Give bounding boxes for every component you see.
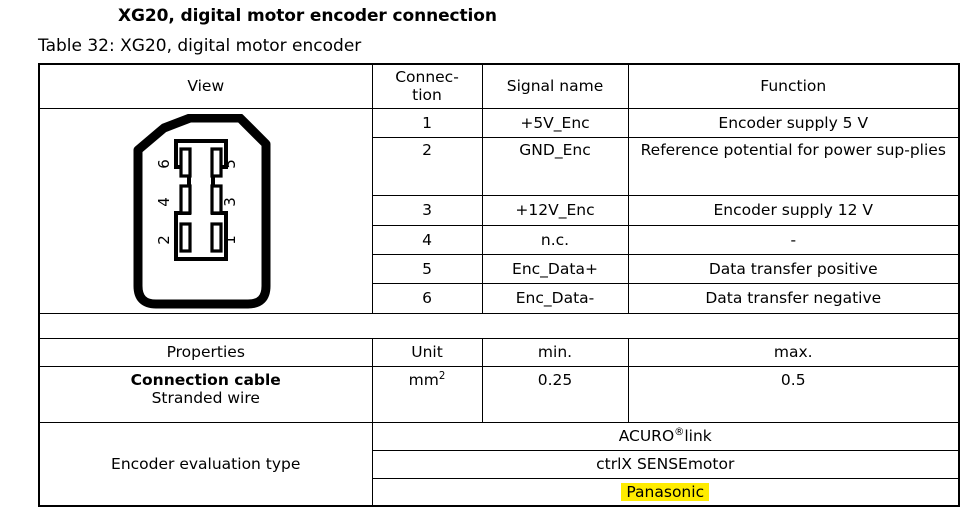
table-row: 3 +12V_Enc Encoder supply 12 V xyxy=(39,195,960,226)
cell-function: Data transfer negative xyxy=(627,283,960,314)
pin-contact-4 xyxy=(179,183,192,215)
connector-view-cell: 6 4 2 5 3 1 xyxy=(38,107,373,314)
cell-function-text: Reference potential for power sup-plies xyxy=(640,140,946,159)
label-encoder-evaluation-type: Encoder evaluation type xyxy=(38,421,373,507)
cell-connection: 3 xyxy=(371,195,483,226)
pin-label-3: 3 xyxy=(221,197,239,207)
properties-header-row: Properties Unit min. max. xyxy=(38,337,960,367)
cell-function: - xyxy=(627,224,960,255)
cell-signal: +12V_Enc xyxy=(481,195,629,226)
spacer-row xyxy=(38,312,960,339)
encoder-option-ctrlx-sensemotor: ctrlX SENSEmotor xyxy=(371,449,960,479)
table-row: 5 Enc_Data+ Data transfer positive xyxy=(39,253,960,285)
cable-name-line2: Stranded wire xyxy=(151,388,260,407)
cell-connection: 2 xyxy=(371,136,483,197)
cell-signal: Enc_Data+ xyxy=(481,253,629,285)
pin-label-2: 2 xyxy=(155,235,173,245)
table-row: 6 4 2 5 3 1 1 +5V_Enc Encoder supply 5 V xyxy=(38,107,960,314)
pin-label-5: 5 xyxy=(221,159,239,169)
cell-signal: GND_Enc xyxy=(481,136,629,197)
cable-unit-exponent: 2 xyxy=(438,370,446,382)
table-row: 6 Enc_Data- Data transfer negative xyxy=(39,283,960,314)
header-function: Function xyxy=(627,63,960,109)
registered-icon: ® xyxy=(674,426,685,438)
pin-contact-6 xyxy=(179,146,192,178)
cable-name-line1: Connection cable xyxy=(130,370,281,389)
cell-signal: n.c. xyxy=(481,224,629,255)
table-header-row: View Connec- tion Signal name Function xyxy=(38,63,960,109)
acuro-suffix: link xyxy=(684,426,712,445)
pin-label-6: 6 xyxy=(155,159,173,169)
cell-cable-unit: mm2 xyxy=(371,365,483,423)
header-connection-line1: Connec- xyxy=(395,67,459,86)
page-title: XG20, digital motor encoder connection xyxy=(118,6,497,26)
cell-signal: Enc_Data- xyxy=(481,283,629,314)
header-properties: Properties xyxy=(38,337,373,367)
table-caption: Table 32: XG20, digital motor encoder xyxy=(38,36,362,56)
header-view: View xyxy=(38,63,373,109)
acuro-base: ACURO xyxy=(618,426,675,445)
cable-row: Connection cable Stranded wire mm2 0.25 … xyxy=(38,365,960,423)
header-min: min. xyxy=(481,337,629,367)
pin-contact-3 xyxy=(210,183,223,215)
cell-connection: 5 xyxy=(371,253,483,285)
cell-function: Reference potential for power sup-plies xyxy=(627,136,960,197)
cell-connection: 4 xyxy=(371,224,483,255)
cell-connection: 6 xyxy=(371,283,483,314)
cell-cable-name: Connection cable Stranded wire xyxy=(38,365,373,423)
connector-svg: 6 4 2 5 3 1 xyxy=(133,113,271,308)
cell-function: Encoder supply 12 V xyxy=(627,195,960,226)
header-connection: Connec- tion xyxy=(371,63,483,109)
table-row: 2 GND_Enc Reference potential for power … xyxy=(39,136,960,197)
cell-cable-max: 0.5 xyxy=(627,365,960,423)
panasonic-highlight: Panasonic xyxy=(621,482,710,501)
pin-contact-2 xyxy=(179,221,192,253)
header-max: max. xyxy=(627,337,960,367)
pin-contact-5 xyxy=(210,146,223,178)
encoder-option-acurolink: ACURO®link xyxy=(371,421,960,451)
cell-signal: +5V_Enc xyxy=(481,107,629,138)
cell-function: Encoder supply 5 V xyxy=(627,107,960,138)
pin-label-4: 4 xyxy=(155,197,173,207)
encoder-eval-row: Encoder evaluation type ACURO®link xyxy=(38,421,960,507)
cell-cable-min: 0.25 xyxy=(481,365,629,423)
encoder-option-panasonic: Panasonic xyxy=(371,477,960,507)
pin-contact-1 xyxy=(210,221,223,253)
header-unit: Unit xyxy=(371,337,483,367)
cell-function: Data transfer positive xyxy=(627,253,960,285)
encoder-eval-row: Panasonic xyxy=(39,477,960,507)
header-signal-name: Signal name xyxy=(481,63,629,109)
cell-connection: 1 xyxy=(371,107,483,138)
encoder-connection-table: View Connec- tion Signal name Function xyxy=(38,63,960,507)
header-connection-line2: tion xyxy=(412,86,442,105)
pin-label-1: 1 xyxy=(221,235,239,245)
connector-drawing: 6 4 2 5 3 1 xyxy=(44,111,368,311)
spacer-cell xyxy=(38,312,960,339)
cable-unit-base: mm xyxy=(408,370,439,389)
